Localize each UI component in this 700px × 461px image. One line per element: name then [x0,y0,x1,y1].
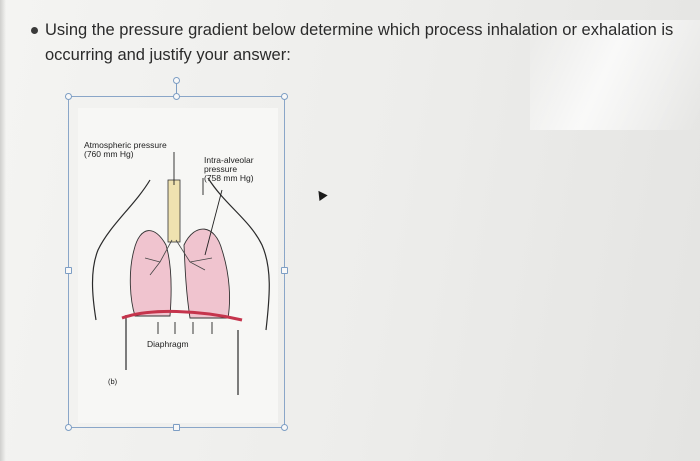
bullet-icon [31,27,38,34]
resize-handle-right[interactable] [281,267,288,274]
rotate-handle[interactable] [173,77,180,84]
resize-handle-top[interactable] [173,93,180,100]
resize-handle-top-left[interactable] [65,93,72,100]
right-lung [183,228,231,319]
figure-background [78,108,278,423]
rotate-handle-stem [176,80,177,96]
trachea [167,179,181,243]
pressure-pointers [173,152,223,256]
atmospheric-pressure-label: Atmospheric pressure [84,140,167,150]
resize-handle-bottom-right[interactable] [281,424,288,431]
diaphragm [121,309,243,322]
body-outline [91,177,270,395]
question-block: Using the pressure gradient below determ… [25,18,697,68]
screen-edge-shadow [0,0,6,461]
resize-handle-bottom[interactable] [173,424,180,431]
atmospheric-pressure-value: (760 mm Hg) [84,149,134,159]
diaphragm-label: Diaphragm [147,339,189,349]
panel-label: (b) [108,377,118,386]
resize-handle-top-right[interactable] [281,93,288,100]
intra-alveolar-label: Intra-alveolar [204,155,254,165]
diaphragm-arrows [157,322,213,334]
intra-alveolar-label-2: pressure [204,164,238,174]
question-text: Using the pressure gradient below determ… [45,21,674,64]
resize-handle-left[interactable] [65,267,72,274]
bronchi [144,239,213,276]
left-lung [129,230,172,317]
intra-alveolar-value: (758 mm Hg) [204,173,254,183]
resize-handle-bottom-left[interactable] [65,424,72,431]
